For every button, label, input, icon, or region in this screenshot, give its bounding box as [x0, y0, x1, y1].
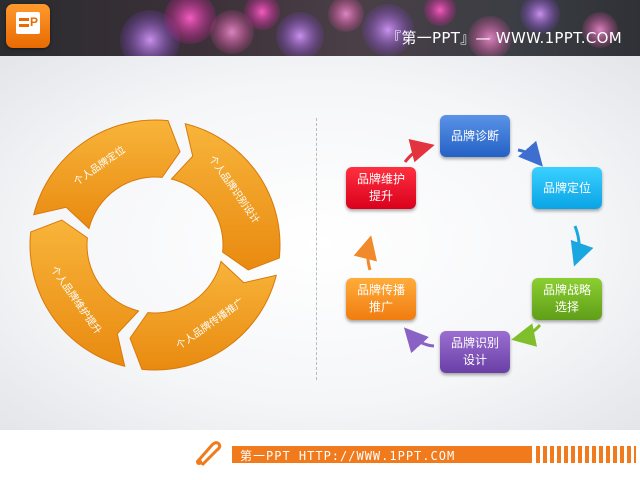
header-banner: P 『第一PPT』— WWW.1PPT.COM: [0, 0, 640, 56]
header-title: 『第一PPT』— WWW.1PPT.COM: [386, 29, 622, 47]
slide-canvas: [0, 56, 640, 430]
bokeh-decoration: [120, 0, 618, 56]
cycle-box-brand-promotion: 品牌传播 推广: [346, 278, 416, 320]
footer-text: 第一PPT HTTP://WWW.1PPT.COM: [240, 449, 456, 463]
footer-bar: [232, 446, 532, 463]
footer-stripes: [536, 446, 636, 463]
logo-letter: P: [29, 15, 38, 29]
powerpoint-logo-icon: P: [6, 4, 50, 48]
cycle-box-brand-diagnosis: 品牌诊断: [440, 115, 510, 157]
cycle-box-brand-maintenance: 品牌维护 提升: [346, 167, 416, 209]
cycle-box-brand-identity: 品牌识别 设计: [440, 331, 510, 373]
cycle-box-brand-strategy: 品牌战略 选择: [532, 278, 602, 320]
cycle-box-brand-positioning: 品牌定位: [532, 167, 602, 209]
pencil-brush-icon: [195, 441, 222, 466]
logo-bar: [19, 18, 29, 21]
dashed-divider: [316, 118, 317, 380]
logo-bar: [19, 24, 29, 27]
logo-page: P: [16, 12, 40, 34]
